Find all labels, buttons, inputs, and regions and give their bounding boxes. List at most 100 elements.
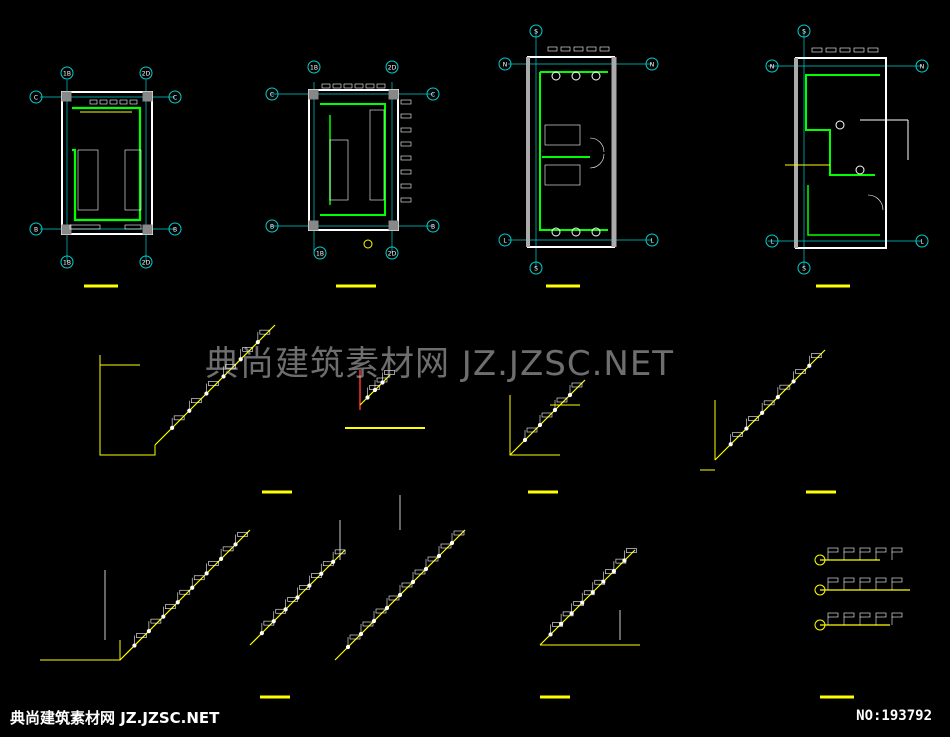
annotation-tag (400, 197, 412, 203)
annotation-tag (242, 346, 254, 352)
grid-bubble-label: S (802, 266, 806, 273)
toilet-partition (124, 149, 142, 211)
annotation-tag (891, 577, 903, 583)
annotation-tag (400, 113, 412, 119)
annotation-tag (179, 589, 191, 595)
door-swing (589, 153, 605, 169)
iso-system-1 (154, 324, 276, 446)
fitting-symbol (423, 566, 429, 572)
annotation-tag (748, 416, 759, 421)
annotation-tag (875, 612, 887, 618)
annotation-tag (400, 141, 412, 147)
fitting-symbol (622, 558, 627, 563)
fitting-symbol (187, 408, 192, 413)
grid-bubble-label: B (431, 224, 435, 231)
annotation-tag (843, 577, 855, 583)
fixture (544, 164, 581, 186)
center-watermark: 典尚建筑素材网 JZ.JZSC.NET (205, 344, 675, 384)
annotation-tag (526, 427, 538, 433)
annotation-tag (400, 127, 412, 133)
annotation-tag (365, 83, 375, 89)
fitting-symbol (410, 579, 416, 585)
fitting-symbol (548, 632, 553, 637)
grid-bubble (426, 219, 440, 233)
annotation-tag (573, 46, 584, 52)
fitting-symbol (307, 583, 312, 588)
annotation-tag (69, 224, 101, 230)
annotation-tag (891, 547, 903, 553)
fitting-symbol (221, 374, 226, 379)
fitting-symbol (567, 392, 573, 398)
annotation-tag (259, 329, 271, 335)
fitting-symbol (580, 600, 585, 605)
grid-bubble-label: L (770, 239, 774, 246)
grid-bubble (313, 246, 327, 260)
grid-bubble-label: B (270, 224, 274, 231)
column (308, 89, 319, 100)
iso-system-2 (509, 379, 586, 456)
annotation-tag (208, 381, 219, 386)
annotation-tag (401, 582, 413, 588)
toilet-partition (369, 109, 385, 201)
grid-bubble-label: 1B (310, 65, 318, 72)
annotation-tag (190, 398, 202, 404)
fitting-symbol (132, 643, 137, 648)
door-swing (589, 137, 605, 153)
grid-bubble-label: B (34, 227, 38, 234)
annotation-tag (839, 47, 851, 53)
grid-bubble (645, 233, 659, 247)
annotation-tag (586, 46, 597, 52)
grid-bubble (645, 57, 659, 71)
grid-bubble (385, 246, 399, 260)
annotation-tag (427, 556, 439, 562)
column (61, 91, 72, 102)
water-pipe (72, 106, 142, 222)
fitting-symbol (238, 357, 243, 362)
grid-bubble (168, 90, 182, 104)
grid-bubble (797, 261, 811, 275)
grid-bubble-label: S (534, 266, 538, 273)
column (308, 220, 319, 231)
column (142, 224, 153, 235)
fitting-symbol (601, 579, 606, 584)
fitting-symbol (170, 425, 175, 430)
annotation-tag (571, 382, 583, 388)
fitting-symbol (233, 542, 238, 547)
fitting-symbol (552, 407, 558, 413)
water-pipe (320, 103, 386, 216)
annotation-tag (225, 364, 236, 369)
grid-bubble (168, 222, 182, 236)
riser-symbol (814, 619, 826, 631)
annotation-tag (626, 548, 637, 553)
annotation-tag (354, 83, 364, 89)
annotation-tag (384, 370, 395, 375)
plan-wall (61, 91, 153, 235)
annotation-tag (891, 612, 903, 618)
fitting-symbol (744, 426, 749, 431)
annotation-tag (193, 575, 205, 581)
annotation-tag (827, 577, 839, 583)
basin-symbol (855, 165, 865, 175)
iso-system-4 (119, 529, 251, 661)
column (388, 89, 399, 100)
annotation-tag (343, 83, 353, 89)
annotation-tag (599, 46, 610, 52)
annotation-tag (763, 400, 775, 406)
annotation-tag (875, 547, 887, 553)
grid-bubble-label: L (503, 238, 507, 245)
plan-wall (308, 89, 399, 231)
column (61, 224, 72, 235)
grid-bubble (765, 234, 779, 248)
fitting-symbol (259, 631, 264, 636)
fitting-symbol (204, 571, 209, 576)
annotation-tag (400, 183, 412, 189)
fitting-symbol (204, 391, 209, 396)
grid-bubble-label: C (173, 95, 177, 102)
water-pipe (807, 185, 880, 236)
annotation-tag (165, 604, 176, 609)
fitting-symbol (161, 614, 166, 619)
annotation-tag (400, 169, 412, 175)
annotation-tag (321, 83, 331, 89)
annotation-tag (541, 412, 553, 418)
grid-bubble-label: N (770, 64, 775, 71)
